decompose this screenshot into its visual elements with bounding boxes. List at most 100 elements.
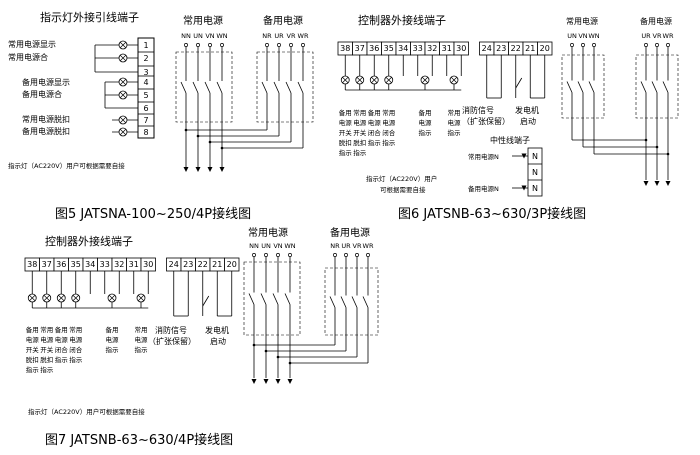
port-label: WN — [284, 242, 295, 250]
port-label: VN — [273, 242, 282, 250]
terminal-number: 22 — [511, 44, 521, 53]
lamp-label: 指示 — [106, 345, 120, 354]
terminal-number: 21 — [212, 260, 222, 269]
fig6-backup-switch — [635, 43, 679, 126]
wire — [351, 296, 358, 308]
port-label: WR — [663, 32, 674, 40]
indicator-lamp-icon — [118, 77, 128, 87]
lamp-label: 脱扣 — [26, 355, 39, 364]
terminal-number: 20 — [227, 260, 237, 269]
terminal-number: 4 — [143, 78, 148, 87]
indicator-lamp-icon — [340, 75, 350, 85]
lamp-label: 闭合 — [382, 128, 396, 137]
fig7-title: 控制器外接线端子 — [45, 234, 133, 248]
terminal-number: 33 — [413, 44, 423, 53]
port-label: VR — [287, 32, 296, 40]
port-label: UR — [274, 32, 284, 40]
fig5-backup-title: 备用电源 — [263, 14, 303, 27]
lamp-label: 电源 — [55, 335, 69, 344]
wire — [272, 293, 279, 305]
fig5-terminal-title: 指示灯外接引线端子 — [40, 10, 139, 24]
neutral-row-label: 备用电源N — [468, 184, 499, 193]
arrow-down-icon — [195, 167, 201, 172]
wire — [297, 81, 304, 94]
indicator-lamp-icon — [27, 293, 37, 303]
fig5-note: 指示灯（AC220V）用户可根据需要自接 — [8, 161, 125, 170]
junction-dot — [208, 140, 212, 144]
fig7-fire-signal-reserved: （扩张保留） — [148, 336, 196, 346]
fig5-lamp-wiring — [94, 44, 138, 133]
neutral-row-label: 常用电源N — [468, 152, 499, 161]
lamp-cross — [43, 294, 50, 302]
lamp-label: 电源 — [40, 335, 54, 344]
fig6-fire-signal-reserved: （扩张保留） — [462, 116, 510, 126]
fig6-note-line2: 可根据需要自接 — [380, 185, 426, 194]
port-terminal — [196, 43, 200, 47]
terminal-number: 23 — [183, 260, 193, 269]
terminal-number: 31 — [129, 260, 139, 269]
junction-dot — [196, 134, 200, 138]
lamp-label: 常用 — [40, 325, 53, 334]
lamp-label: 指示 — [419, 128, 433, 137]
lamp-label: 电源 — [448, 118, 462, 127]
lamp-label: 开关 — [26, 345, 40, 354]
terminal-number: 30 — [456, 44, 466, 53]
lamp-label: 指示 — [40, 365, 54, 374]
indicator-lamp-icon — [136, 293, 146, 303]
lamp-label: 脱扣 — [339, 138, 352, 147]
lamp-cross — [450, 76, 458, 84]
port-terminal — [276, 253, 280, 257]
port-terminal — [289, 43, 293, 47]
fig5-common-switch — [175, 43, 233, 130]
lamp-label: 电源 — [106, 335, 120, 344]
lamp-label: 备用 — [368, 108, 381, 117]
lamp-label: 脱扣 — [353, 138, 366, 147]
lamp-label: 电源 — [382, 118, 396, 127]
fig7-backup-switch — [324, 253, 379, 343]
terminal-number: 34 — [85, 260, 95, 269]
lamp-label: 闭合 — [69, 345, 83, 354]
junction-dot — [666, 152, 670, 156]
port-terminal — [208, 43, 212, 47]
port-terminal — [184, 43, 188, 47]
neutral-block — [527, 147, 543, 197]
lamp-label: 常用 — [69, 325, 82, 334]
lamp-label: 备用 — [106, 325, 119, 334]
lamp-cross — [119, 78, 127, 86]
fig5-terminal-strip — [137, 37, 155, 139]
lamp-label: 常用 — [382, 108, 395, 117]
neutral-mark: N — [532, 168, 538, 177]
wire — [216, 81, 223, 94]
wire — [362, 296, 369, 308]
terminal-number: 21 — [525, 44, 535, 53]
fig7-note: 指示灯（AC220V）用户可根据需要自接 — [28, 407, 145, 416]
lamp-cross — [119, 116, 127, 124]
wire — [651, 81, 658, 93]
fig5-label-backup-trip: 备用电源脱扣 — [22, 126, 70, 136]
lamp-label: 开关 — [339, 128, 353, 137]
port-terminal — [301, 43, 305, 47]
port-terminal — [666, 43, 670, 47]
indicator-lamp-icon — [42, 293, 52, 303]
terminal-number: 38 — [340, 44, 350, 53]
arrow-down-icon — [643, 181, 649, 186]
fig6-switchgear — [561, 43, 679, 186]
wire — [202, 295, 210, 307]
lamp-label: 指示 — [448, 128, 462, 137]
terminal-number: 31 — [442, 44, 452, 53]
fig5-label-backup-display: 备用电源显示 — [22, 77, 70, 87]
port-label: UR — [341, 242, 351, 250]
lamp-label: 指示 — [135, 345, 149, 354]
port-terminal — [655, 43, 659, 47]
fig5-common-title: 常用电源 — [183, 14, 223, 27]
indicator-lamp-icon — [118, 127, 128, 137]
port-label: UN — [261, 242, 271, 250]
